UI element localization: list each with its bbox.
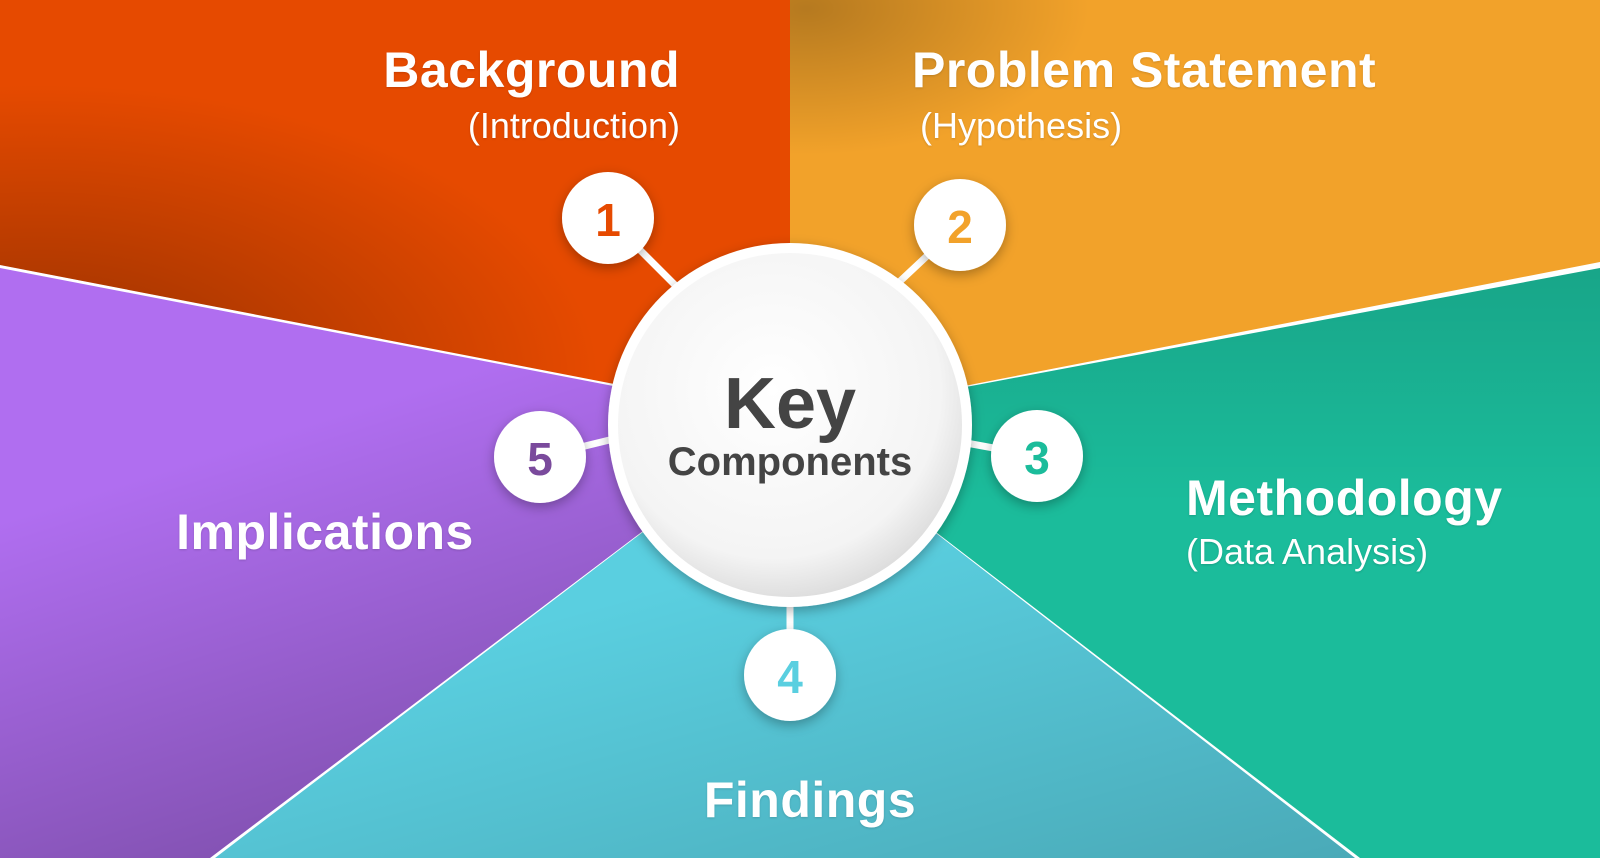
title-problem-statement: Problem Statement xyxy=(912,42,1377,98)
badge-5 xyxy=(494,411,586,503)
label-methodology: Methodology (Data Analysis) xyxy=(1186,470,1526,574)
segment-problem-statement xyxy=(790,0,1600,420)
badge-3 xyxy=(991,410,1083,502)
segment-implications xyxy=(0,268,790,858)
badge-number-2: 2 xyxy=(947,201,973,253)
number-badges xyxy=(494,172,1083,721)
center-title: Key xyxy=(723,364,857,444)
badge-number-4: 4 xyxy=(777,651,803,703)
segment-methodology xyxy=(790,268,1600,858)
badge-1 xyxy=(562,172,654,264)
subtitle-background: (Introduction) xyxy=(467,105,680,146)
badge-4 xyxy=(744,629,836,721)
badge-number-3: 3 xyxy=(1024,432,1050,484)
title-methodology: Methodology xyxy=(1186,470,1503,526)
center-label: Key Components xyxy=(640,368,940,484)
badge-number-1: 1 xyxy=(595,194,621,246)
subtitle-problem-statement: (Hypothesis) xyxy=(920,105,1123,146)
title-background: Background xyxy=(383,42,680,98)
label-problem-statement: Problem Statement (Hypothesis) xyxy=(912,42,1432,148)
center-subtitle: Components xyxy=(667,440,913,484)
label-background: Background (Introduction) xyxy=(340,42,680,148)
title-findings: Findings xyxy=(703,772,917,828)
subtitle-methodology: (Data Analysis) xyxy=(1186,531,1429,572)
title-implications: Implications xyxy=(176,504,474,560)
segment-background xyxy=(0,0,800,420)
label-findings: Findings xyxy=(640,772,980,828)
badge-number-5: 5 xyxy=(527,433,553,485)
label-implications: Implications xyxy=(150,504,500,560)
badge-2 xyxy=(914,179,1006,271)
center-circle xyxy=(618,253,962,597)
